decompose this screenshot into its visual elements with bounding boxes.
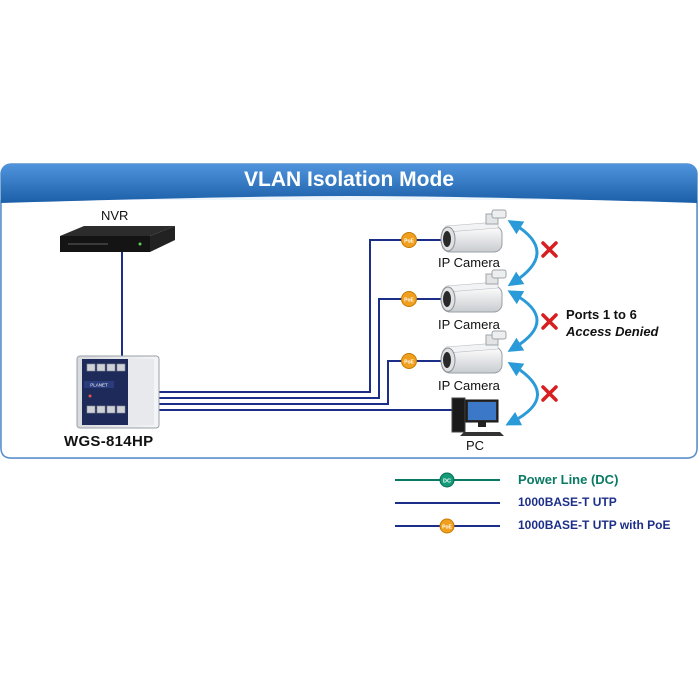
svg-text:PoE: PoE [404,298,414,304]
arrow-icon [507,220,539,287]
diagram-title: VLAN Isolation Mode [244,168,454,191]
dc-badge-label: DC [443,479,451,485]
arrow-icon [505,362,539,426]
camera-label: IP Camera [438,255,500,270]
legend: DC PoE [395,472,500,534]
ip-camera-icon [440,209,507,253]
legend-label-utp: 1000BASE-T UTP [518,495,617,509]
svg-text:PoE: PoE [404,360,414,366]
ip-camera-icon [440,269,507,313]
title-banner [1,164,697,203]
legend-label-utp-poe: 1000BASE-T UTP with PoE [518,518,671,532]
ports-denied-line1: Ports 1 to 6 [566,307,637,322]
svg-text:PLANET: PLANET [90,383,108,388]
nvr-device-icon [60,226,175,252]
ports-denied-line2: Access Denied [566,324,659,339]
deny-x-icon [541,241,558,258]
svg-text:PoE: PoE [404,239,414,245]
switch-device-icon: PLANET [76,355,160,429]
ip-camera-icon [440,330,507,374]
deny-x-icon [541,385,558,402]
poe-badge-label: PoE [442,525,452,531]
poe-badge: PoE [401,291,417,307]
deny-x-icon [541,313,558,330]
poe-badge: PoE [401,353,417,369]
camera-label: IP Camera [438,378,500,393]
arrow-icon [507,290,539,352]
camera-label: IP Camera [438,317,500,332]
pc-icon [451,397,504,436]
poe-badge: PoE [401,232,417,248]
nvr-label: NVR [101,208,129,223]
pc-label: PC [466,438,485,453]
isolation-arrows [505,220,539,426]
switch-model-label: WGS-814HP [64,433,154,450]
legend-label-dc: Power Line (DC) [518,472,619,487]
